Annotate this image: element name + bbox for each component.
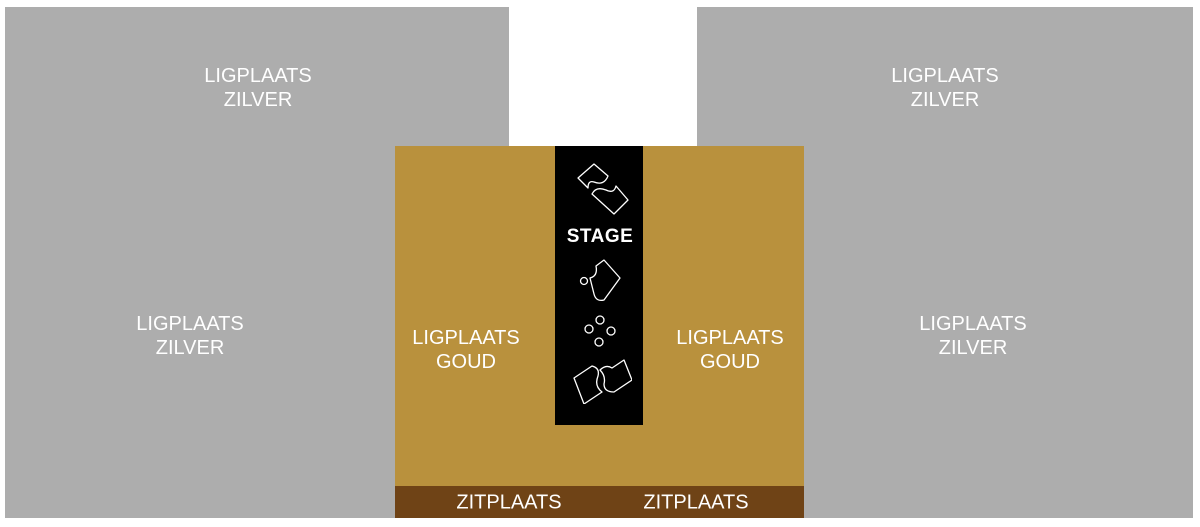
- footprints-icon: [573, 359, 632, 404]
- footprint-icon: [579, 259, 621, 302]
- zone-zitplaats[interactable]: [395, 486, 804, 518]
- footprints-icon: [577, 163, 629, 215]
- label-zilver-top-right: LIGPLAATS ZILVER: [891, 65, 999, 111]
- label-zilver-mid-right: LIGPLAATS ZILVER: [919, 313, 1027, 359]
- label-zitplaats-left: ZITPLAATS: [456, 491, 562, 514]
- label-zitplaats-right: ZITPLAATS: [643, 491, 749, 514]
- label-zilver-top-left: LIGPLAATS ZILVER: [204, 65, 312, 111]
- label-zilver-mid-left: LIGPLAATS ZILVER: [136, 313, 244, 359]
- dots-icon: [584, 315, 616, 347]
- label-goud-right: LIGPLAATS GOUD: [676, 327, 784, 373]
- label-goud-left: LIGPLAATS GOUD: [412, 327, 520, 373]
- label-stage: STAGE: [566, 226, 634, 247]
- stage[interactable]: [555, 146, 643, 425]
